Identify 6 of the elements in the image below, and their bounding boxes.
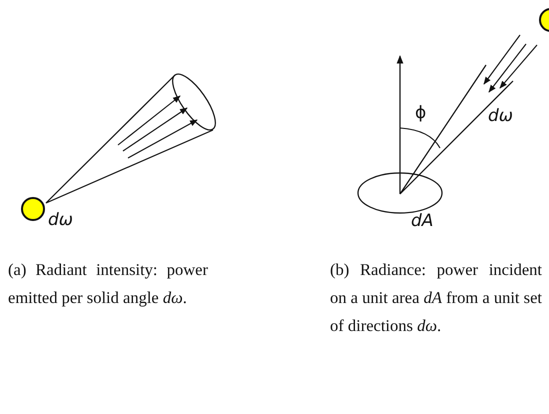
- angle-label: ϕ: [415, 103, 426, 123]
- symbol-label: dω: [48, 210, 74, 230]
- symbol-label: dω: [488, 106, 514, 126]
- caption-text: (a) Radiant intensity: power emitted per solid angle dω.: [8, 259, 208, 309]
- symbol-label: dA: [411, 211, 434, 231]
- caption-text: (b) Radiance: power incident on a unit area dA from a unit set of directions dω.: [330, 259, 542, 337]
